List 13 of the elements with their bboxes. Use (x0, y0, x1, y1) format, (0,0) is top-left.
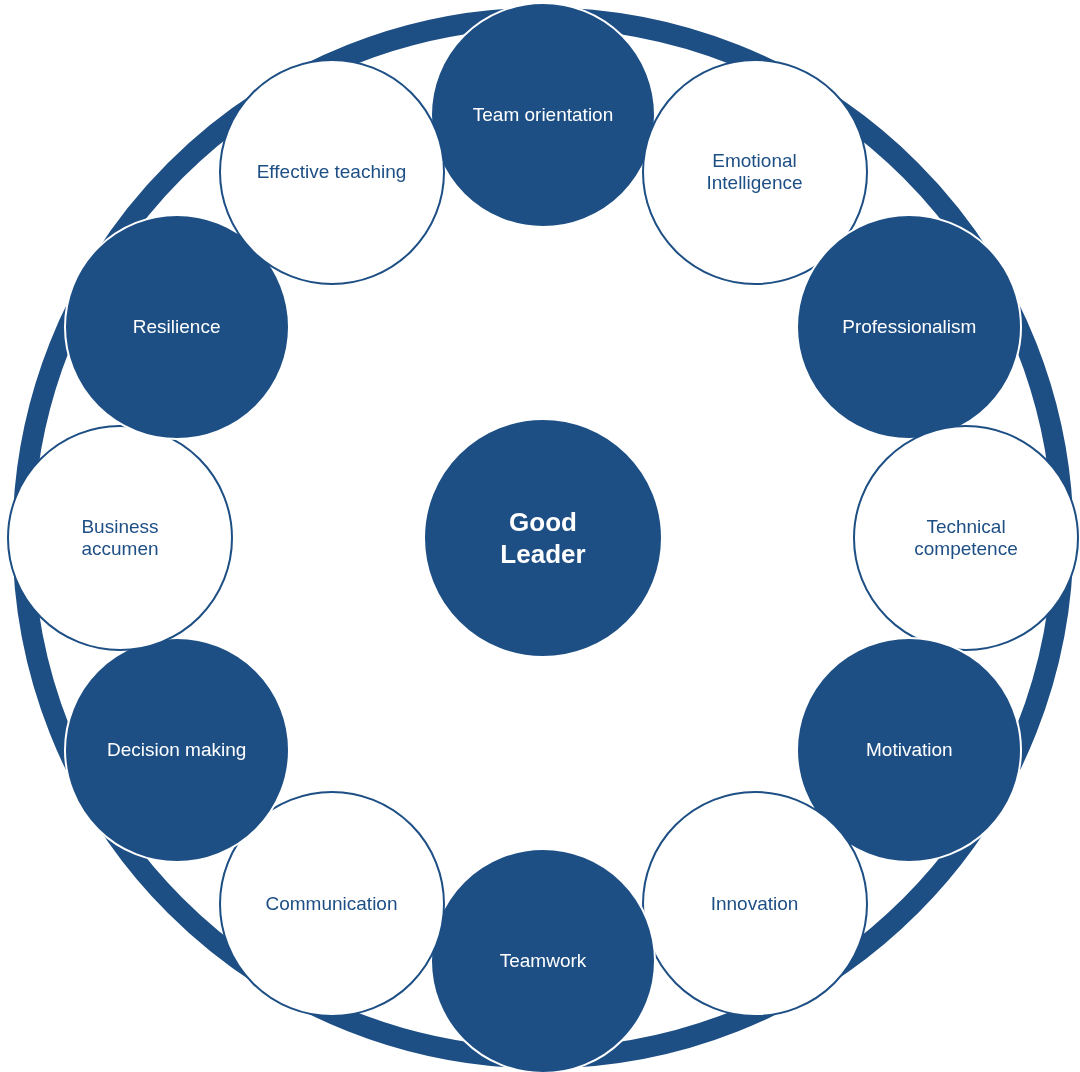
circle-label: Effective teaching (256, 160, 407, 183)
circle-label: Professionalism (841, 315, 978, 338)
circle-label: Innovation (709, 893, 800, 916)
circle-label: Emotional Intelligence (705, 149, 804, 194)
circle-label: Teamwork (498, 950, 588, 972)
circle-label: Technical competence (913, 516, 1019, 560)
circle-label: Good Leader (499, 506, 587, 570)
circle-label: Decision making (105, 738, 248, 761)
circle-label: Motivation (865, 738, 954, 761)
circle-label: Business accumen (80, 516, 160, 560)
circle-label: Team orientation (471, 104, 615, 126)
circle-label: Resilience (131, 315, 222, 338)
circle-label: Communication (264, 893, 399, 916)
